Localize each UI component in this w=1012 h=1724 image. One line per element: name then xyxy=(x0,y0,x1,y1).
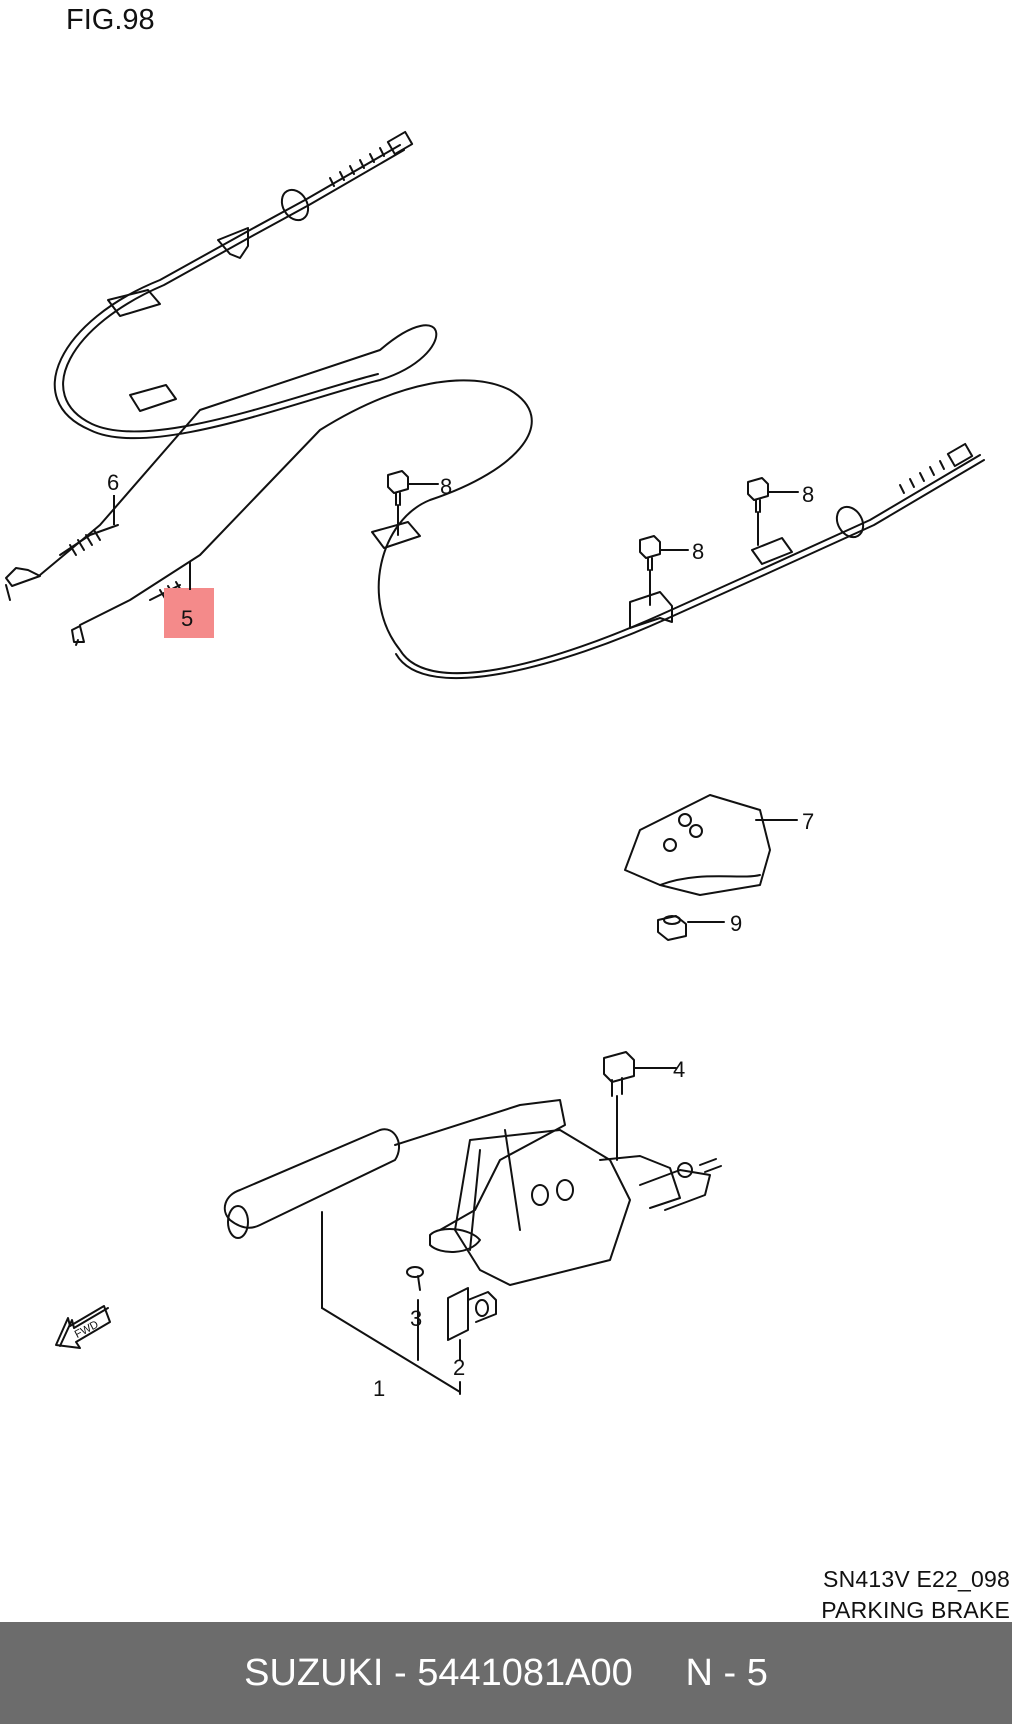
cable-part-6 xyxy=(5,130,438,601)
callout-9: 9 xyxy=(730,911,742,936)
callout-highlight xyxy=(164,588,214,638)
callout-8-b: 8 xyxy=(802,482,814,507)
figure-caption: PARKING BRAKE xyxy=(821,1597,1010,1623)
lever-assembly-part-1 xyxy=(223,1099,722,1395)
fwd-arrow-icon xyxy=(55,1305,111,1349)
bolt-part-8-c xyxy=(639,535,689,606)
footer-bar: SUZUKI - 5441081A00 N - 5 xyxy=(0,1622,1012,1724)
callout-1: 1 xyxy=(373,1376,385,1401)
cable-part-5 xyxy=(71,379,985,680)
parts-diagram: 5 6 8 8 8 7 9 4 3 2 1 FWD xyxy=(5,130,985,1401)
callout-7: 7 xyxy=(802,809,814,834)
callout-8-c: 8 xyxy=(692,539,704,564)
callout-6: 6 xyxy=(107,470,119,495)
bolt-part-4 xyxy=(603,1051,677,1161)
bracket-part-2 xyxy=(447,1287,497,1361)
callout-8-a: 8 xyxy=(440,474,452,499)
callout-3: 3 xyxy=(410,1306,422,1331)
footer-part-number: SUZUKI - 5441081A00 N - 5 xyxy=(244,1651,768,1694)
bolt-part-8-b xyxy=(747,477,799,546)
callout-4: 4 xyxy=(673,1057,685,1082)
screw-part-3 xyxy=(406,1266,424,1361)
callout-5: 5 xyxy=(181,606,193,631)
figure-title: FIG.98 xyxy=(66,4,155,36)
callout-2: 2 xyxy=(453,1355,465,1380)
shield-part-7 xyxy=(624,794,798,896)
nut-part-9 xyxy=(657,915,725,941)
bolt-part-8-a xyxy=(387,470,439,536)
figure-code: SN413V E22_098 xyxy=(823,1566,1010,1592)
